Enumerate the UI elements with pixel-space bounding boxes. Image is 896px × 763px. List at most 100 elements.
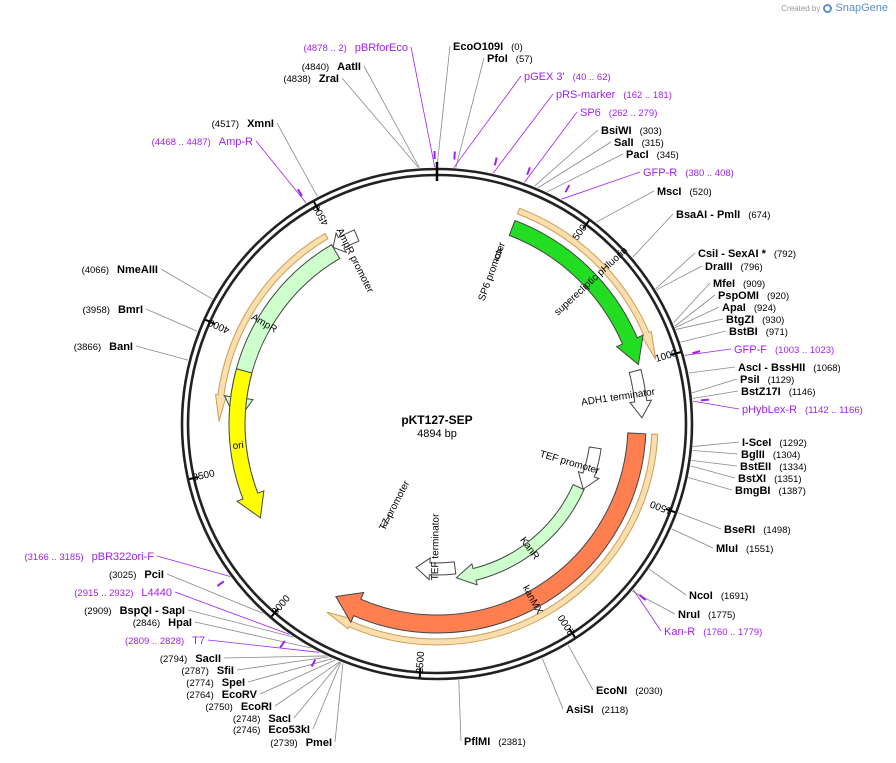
- site-position: (2118): [602, 705, 629, 716]
- feature-sp6-promoter[interactable]: [494, 248, 502, 262]
- site-label-bsiwi[interactable]: BsiWI(303): [601, 125, 662, 137]
- site-label-draiii[interactable]: DraIII(796): [705, 261, 763, 273]
- site-position: (1498): [763, 525, 790, 536]
- site-label-ncoi[interactable]: NcoI(1691): [689, 590, 748, 602]
- primer-mark: [564, 184, 571, 193]
- site-label-gfp-r[interactable]: GFP-R(380 .. 408): [643, 167, 734, 179]
- site-label-pfoi[interactable]: PfoI(57): [487, 53, 533, 65]
- leader-line: [458, 680, 462, 742]
- site-label-msci[interactable]: MscI(520): [657, 186, 712, 198]
- site-label-econi[interactable]: EcoNI(2030): [596, 685, 663, 697]
- primer-mark: [700, 398, 710, 402]
- site-label-hpai[interactable]: HpaI(2846): [133, 617, 192, 629]
- site-name: L4440: [141, 587, 172, 599]
- site-label-xmni[interactable]: XmnI(4517): [212, 118, 274, 130]
- leader-line: [546, 153, 624, 193]
- site-label-nmeaiii[interactable]: NmeAIII(4066): [82, 264, 158, 276]
- site-label-sacii[interactable]: SacII(2794): [160, 653, 221, 665]
- site-label-phyblex-r[interactable]: pHybLex-R(1142 .. 1166): [742, 404, 863, 416]
- site-label-asisi[interactable]: AsiSI(2118): [566, 704, 628, 716]
- feature-tef-promoter[interactable]: [577, 446, 602, 490]
- site-label-pgex-3[interactable]: pGEX 3'(40 .. 62): [524, 71, 611, 83]
- site-label-amp-r[interactable]: Amp-R(4468 .. 4487): [152, 136, 253, 148]
- site-label-eco53ki[interactable]: Eco53kI(2746): [233, 724, 310, 736]
- site-label-btgzi[interactable]: BtgZI(930): [726, 314, 784, 326]
- site-label-l4440[interactable]: L4440(2915 .. 2932): [74, 587, 172, 599]
- site-label-pbr322ori-f[interactable]: pBR322ori-F(3166 .. 3185): [24, 551, 154, 563]
- site-name: SalI: [614, 137, 634, 149]
- site-label-nrui[interactable]: NruI(1775): [678, 609, 735, 621]
- site-label-bseri[interactable]: BseRI(1498): [724, 524, 791, 536]
- tick-label: 3500: [192, 468, 217, 484]
- site-label-bsaai-pmli[interactable]: BsaAI - PmlI(674): [676, 209, 770, 221]
- site-label-ecorv[interactable]: EcoRV(2764): [186, 689, 257, 701]
- site-label-apai[interactable]: ApaI(924): [722, 302, 776, 314]
- site-label-ecori[interactable]: EcoRI(2750): [205, 701, 272, 713]
- site-name: BsaAI - PmlI: [676, 209, 740, 221]
- feature-kanmx[interactable]: [335, 432, 647, 634]
- leader-line: [334, 663, 344, 743]
- site-label-gfp-f[interactable]: GFP-F(1003 .. 1023): [734, 344, 834, 356]
- site-name: BsiWI: [601, 125, 632, 137]
- plasmid-size: 4894 bp: [417, 428, 457, 440]
- site-position: (520): [689, 187, 711, 198]
- credit-brand: SnapGene: [835, 2, 888, 14]
- site-label-bstxi[interactable]: BstXI(1351): [738, 473, 802, 485]
- site-label-paci[interactable]: PacI(345): [626, 149, 679, 161]
- site-label-kan-r[interactable]: Kan-R(1760 .. 1779): [664, 626, 762, 638]
- site-name: NmeAIII: [117, 264, 158, 276]
- site-label-t7[interactable]: T7(2809 .. 2828): [125, 635, 205, 647]
- site-label-bstz17i[interactable]: BstZ17I(1146): [741, 386, 816, 398]
- site-label-zrai[interactable]: ZraI(4838): [283, 73, 339, 85]
- site-label-pbrforeco[interactable]: pBRforEco(4878 .. 2): [303, 42, 408, 54]
- site-label-bspqi-sapi[interactable]: BspQI - SapI(2909): [84, 605, 185, 617]
- feature-superecliptic-phluorin[interactable]: [508, 219, 644, 366]
- site-label-bmri[interactable]: BmrI(3958): [82, 304, 143, 316]
- site-label-prs-marker[interactable]: pRS-marker(162 .. 181): [556, 89, 672, 101]
- site-label-bsteii[interactable]: BstEII(1334): [740, 461, 807, 473]
- tick-mark: [418, 667, 422, 678]
- site-label-pcii[interactable]: PciI(3025): [109, 569, 164, 581]
- feature-adh1-terminator[interactable]: [628, 368, 653, 419]
- site-label-sp6[interactable]: SP6(262 .. 279): [580, 107, 657, 119]
- feature-kanr[interactable]: [455, 483, 585, 586]
- site-label-pflmi[interactable]: PflMI(2381): [464, 736, 526, 748]
- feature-ori[interactable]: [228, 368, 265, 519]
- site-name: Eco53kI: [268, 724, 310, 736]
- site-label-pspomi[interactable]: PspOMI(920): [718, 290, 789, 302]
- site-label-mlui[interactable]: MluI(1551): [716, 543, 773, 555]
- site-name: NruI: [678, 609, 700, 621]
- tick-mark: [665, 507, 676, 514]
- site-label-csii-sexai[interactable]: CsiI - SexAI *(792): [698, 248, 796, 260]
- site-label-aatii[interactable]: AatII(4840): [302, 61, 361, 73]
- site-label-bstbi[interactable]: BstBI(971): [729, 326, 788, 338]
- site-label-i-scei[interactable]: I-SceI(1292): [742, 437, 807, 449]
- site-label-bani[interactable]: BanI(3866): [74, 341, 133, 353]
- site-position: (796): [741, 262, 763, 273]
- feature-ampr-promoter[interactable]: [332, 229, 360, 254]
- site-position: (924): [754, 303, 776, 314]
- site-label-pmei[interactable]: PmeI(2739): [270, 737, 332, 749]
- site-label-asci-bsshii[interactable]: AscI - BssHII(1068): [738, 362, 841, 374]
- site-label-psii[interactable]: PsiI(1129): [740, 374, 794, 386]
- site-name: GFP-R: [643, 167, 677, 179]
- feature-tef-terminator[interactable]: [415, 557, 457, 581]
- leader-line: [678, 512, 722, 530]
- site-position: (1387): [778, 486, 805, 497]
- site-label-saci[interactable]: SacI(2748): [233, 713, 291, 725]
- site-label-ecoo109i[interactable]: EcoO109I(0): [453, 41, 523, 53]
- leader-line: [156, 555, 231, 577]
- feature-t7-promoter[interactable]: [382, 514, 391, 529]
- site-label-bglii[interactable]: BglII(1304): [741, 449, 800, 461]
- site-position: (1292): [779, 438, 806, 449]
- leader-line: [673, 282, 711, 324]
- site-position: (792): [774, 249, 796, 260]
- site-label-bmgbi[interactable]: BmgBI(1387): [735, 485, 806, 497]
- snapgene-logo-icon: [823, 3, 833, 13]
- site-position: (3025): [109, 570, 136, 581]
- site-label-mfei[interactable]: MfeI(909): [713, 278, 765, 290]
- leader-line: [492, 93, 554, 174]
- site-label-sali[interactable]: SalI(315): [614, 137, 664, 149]
- site-label-sfii[interactable]: SfiI(2787): [181, 665, 234, 677]
- site-label-spei[interactable]: SpeI(2774): [186, 677, 245, 689]
